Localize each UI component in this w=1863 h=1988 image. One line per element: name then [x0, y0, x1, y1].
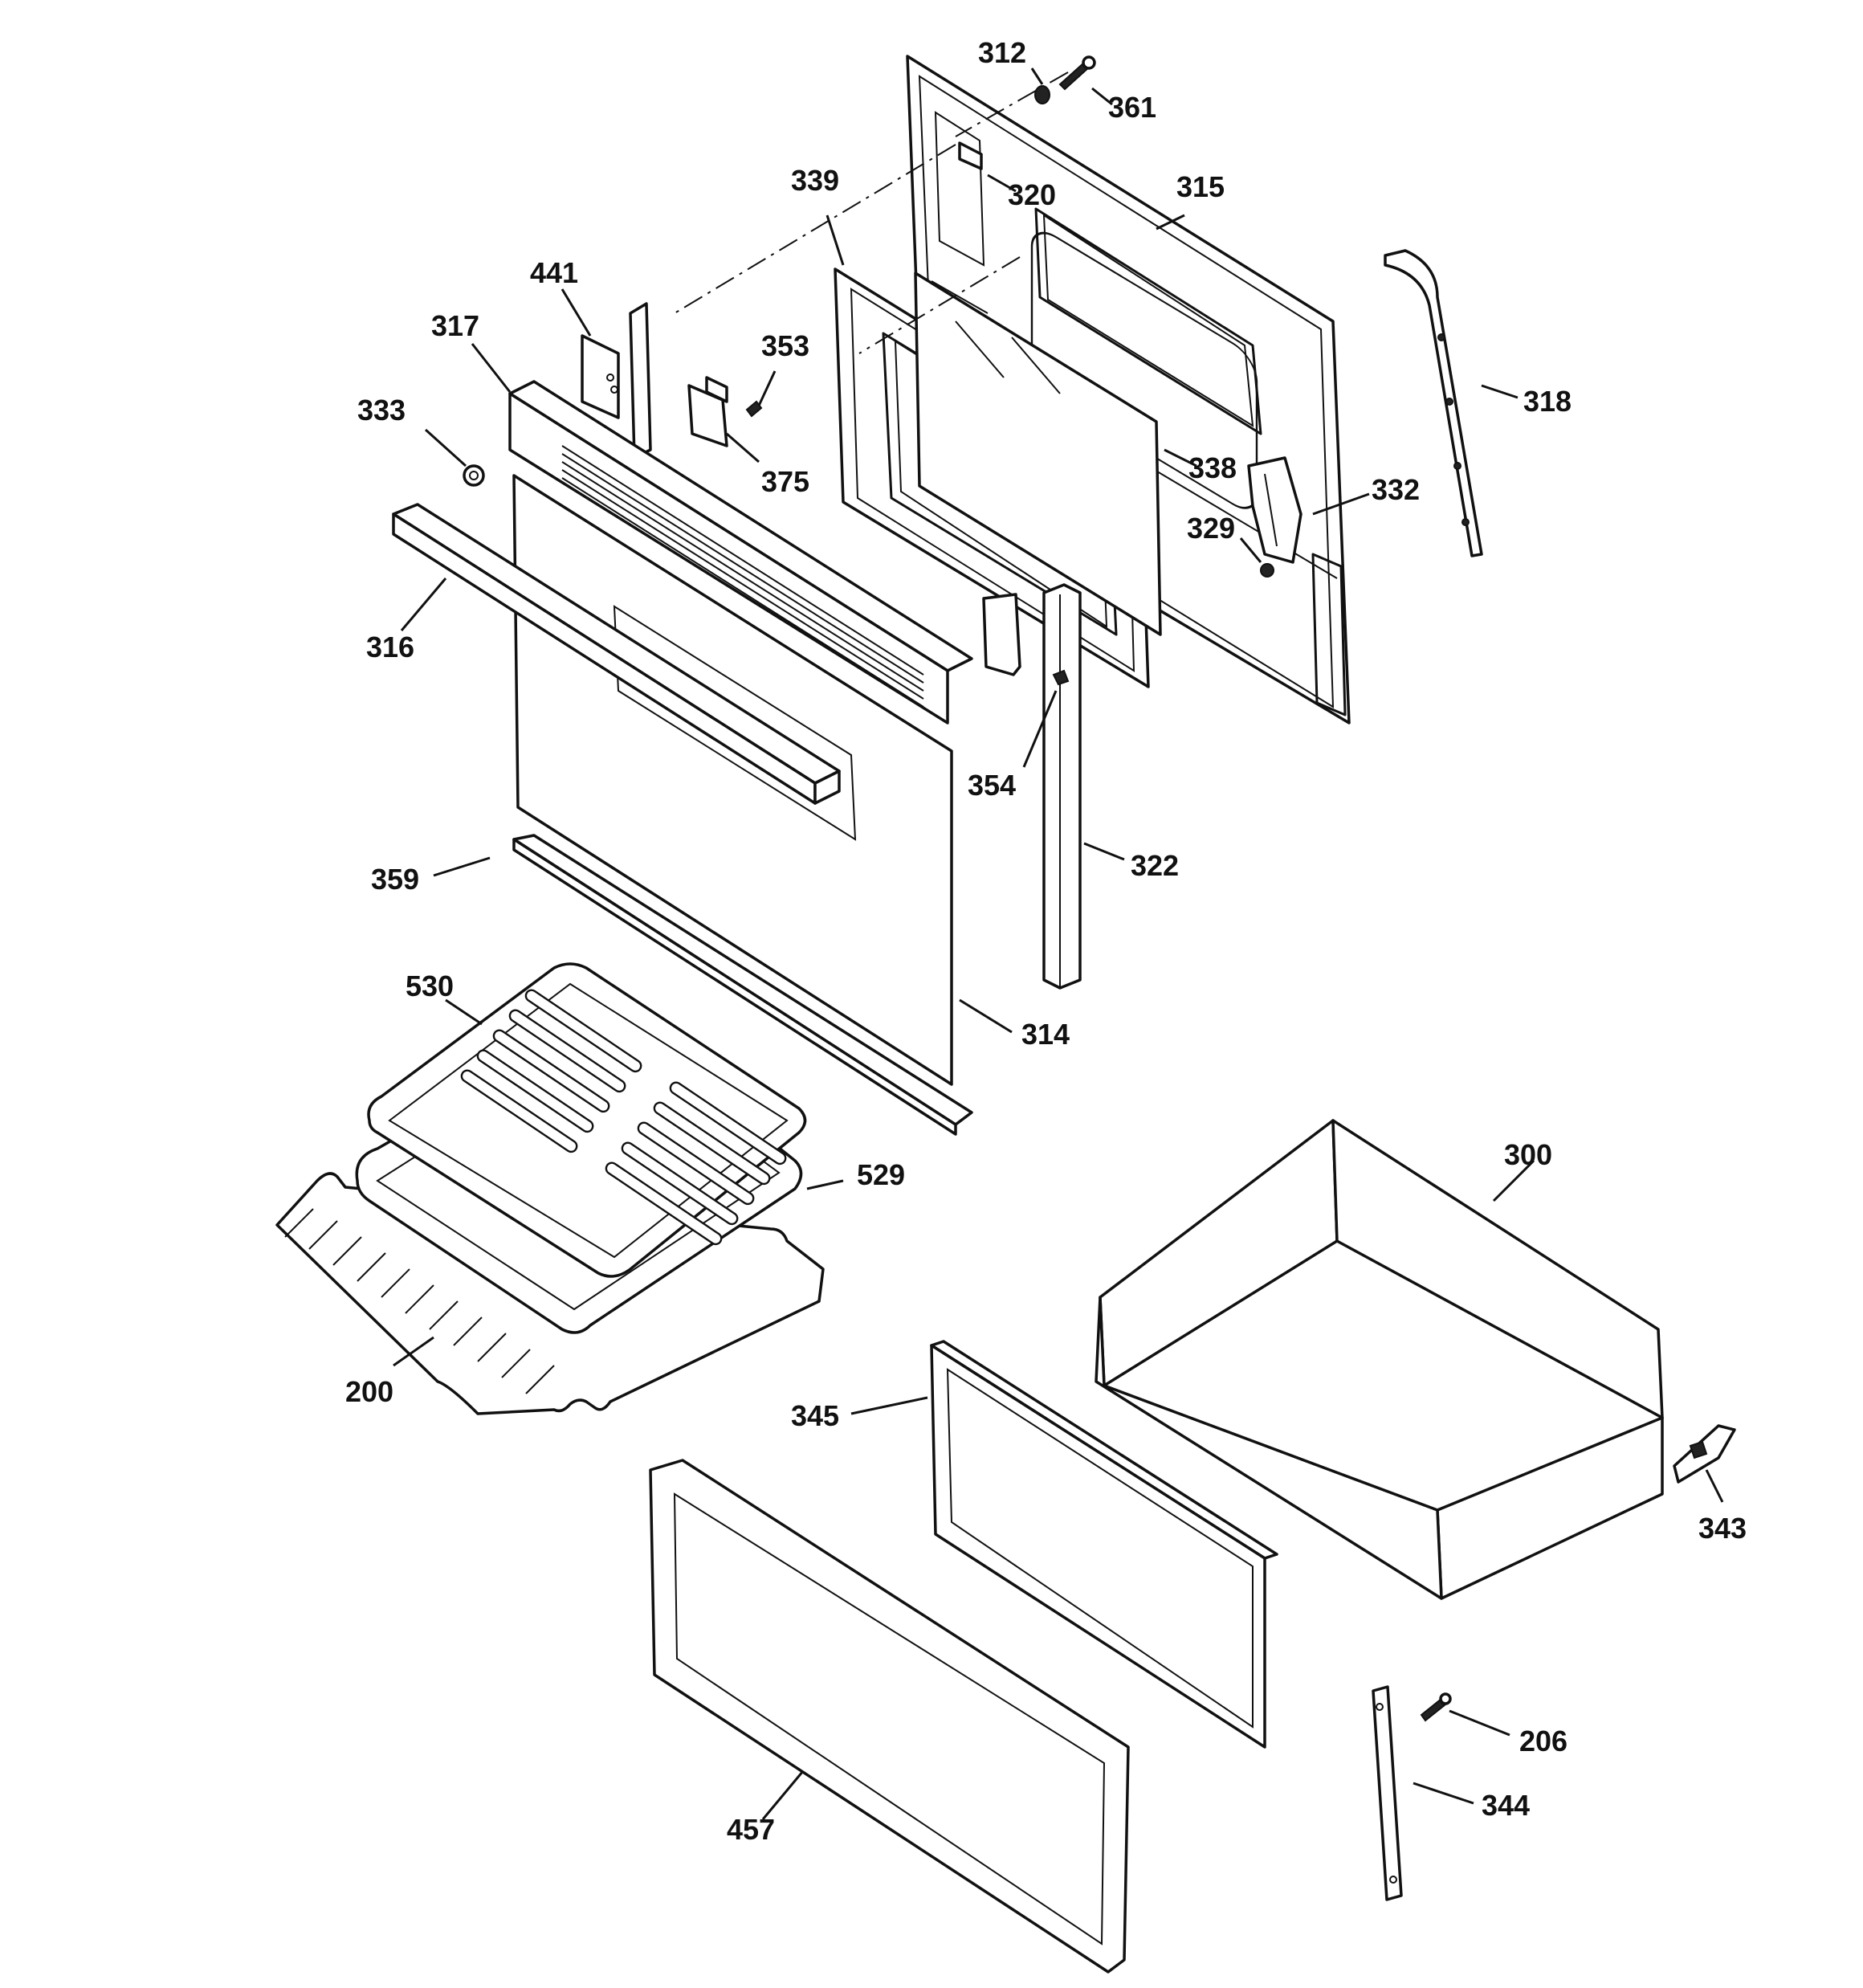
- callout-353: 353: [761, 329, 809, 362]
- part-375-hinge-bracket: [687, 376, 728, 447]
- part-hinge-block: [982, 593, 1021, 676]
- callout-316: 316: [366, 631, 414, 663]
- part-329-screw: [1260, 563, 1274, 578]
- callout-322: 322: [1131, 849, 1179, 882]
- part-320-hinge-receiver: [958, 141, 983, 170]
- part-441-hinge: [581, 302, 652, 459]
- callout-338: 338: [1188, 451, 1237, 484]
- part-344-slide-bracket: [1372, 1685, 1403, 1901]
- part-359-door-bottom-trim: [512, 834, 973, 1136]
- callout-343: 343: [1698, 1512, 1747, 1545]
- part-316-door-handle: [392, 503, 841, 805]
- callout-333: 333: [357, 394, 406, 427]
- callout-312: 312: [978, 36, 1026, 69]
- callout-441: 441: [530, 256, 578, 289]
- part-315-door-outer-panel: [906, 55, 1351, 725]
- callout-314: 314: [1021, 1018, 1070, 1051]
- callout-345: 345: [791, 1399, 839, 1432]
- callout-375: 375: [761, 465, 809, 498]
- part-338-window-glass: [914, 271, 1162, 636]
- callout-332: 332: [1372, 473, 1420, 506]
- leader-lines: [393, 67, 1724, 1820]
- callout-300: 300: [1504, 1138, 1552, 1171]
- callout-361: 361: [1108, 91, 1156, 124]
- callout-318: 318: [1523, 385, 1572, 418]
- part-206-screw: [1420, 1692, 1452, 1722]
- callout-457: 457: [727, 1813, 775, 1846]
- part-332-bracket: [1247, 456, 1302, 564]
- part-354-screw: [1052, 669, 1070, 686]
- part-333-bumper: [463, 464, 485, 487]
- callout-labels: 312 361 320 339 315 441 317 353 318 333 …: [345, 36, 1747, 1846]
- callout-529: 529: [857, 1158, 905, 1191]
- part-353-screw: [745, 400, 763, 418]
- alignment-line: [858, 256, 1021, 354]
- part-345-drawer-inner-panel: [930, 1340, 1278, 1749]
- callout-344: 344: [1482, 1789, 1530, 1822]
- part-318-side-trim: [1384, 249, 1483, 557]
- alignment-line: [674, 144, 956, 314]
- part-343-drawer-stop: [1673, 1424, 1736, 1484]
- callout-320: 320: [1008, 178, 1056, 211]
- part-312-washer: [1034, 85, 1050, 104]
- callout-339: 339: [791, 164, 839, 197]
- part-322-side-rail: [1042, 583, 1082, 990]
- part-530-broiler-grid: [367, 962, 807, 1278]
- callout-317: 317: [431, 309, 479, 342]
- callout-315: 315: [1176, 170, 1225, 203]
- callout-329: 329: [1187, 512, 1235, 545]
- part-457-drawer-front: [649, 1459, 1130, 1974]
- alignment-line: [955, 71, 1069, 137]
- callout-206: 206: [1519, 1725, 1567, 1757]
- callout-200: 200: [345, 1375, 393, 1408]
- part-361-screw: [1058, 55, 1096, 91]
- callout-354: 354: [968, 769, 1016, 802]
- part-300-drawer-box: [1095, 1119, 1665, 1600]
- callout-359: 359: [371, 863, 419, 896]
- part-317-vent-trim: [508, 380, 973, 725]
- callout-530: 530: [406, 970, 454, 1002]
